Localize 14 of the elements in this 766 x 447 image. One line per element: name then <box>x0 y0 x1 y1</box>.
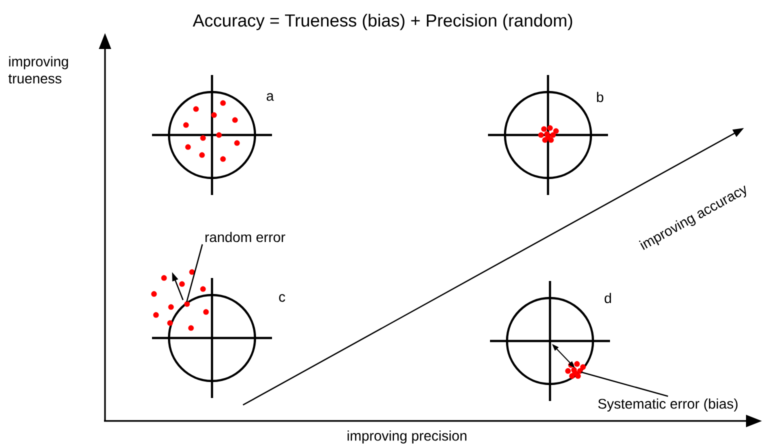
target-letter: b <box>597 92 604 102</box>
target-letter: d <box>604 292 611 304</box>
title: Accuracy = Trueness (bias) + Precision (random) <box>192 14 572 30</box>
target-drawing <box>151 269 272 398</box>
axis-label: improving precision <box>348 430 466 444</box>
axis-label: improving trueness <box>8 56 68 84</box>
leader-line <box>186 244 203 302</box>
target-letter: a <box>266 93 274 101</box>
target-drawing <box>152 75 272 195</box>
callout-text: Systematic error (bias) <box>596 396 740 414</box>
leader-line <box>581 372 668 397</box>
target-drawing <box>488 75 608 195</box>
target-letter: c <box>279 294 286 302</box>
callout-text: random error <box>202 230 288 244</box>
